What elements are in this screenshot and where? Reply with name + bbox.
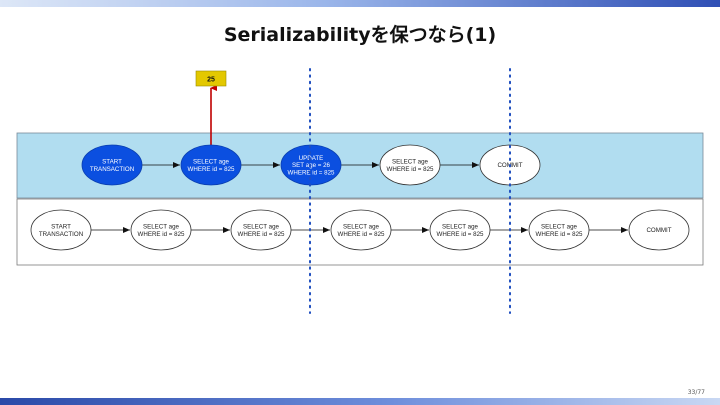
top-lane-node-label: UPDATE — [299, 155, 324, 162]
read-result-box — [195, 70, 227, 87]
page-number: 33/77 — [687, 389, 705, 396]
top-lane-node-label: WHERE id = 825 — [188, 166, 235, 173]
bottom-lane-node-label: SELECT age — [541, 224, 578, 231]
bottom-lane-node-shape — [230, 209, 292, 251]
bottom-lane-node-label: WHERE id = 825 — [437, 231, 484, 238]
bottom-lane-node-label: TRANSACTION — [39, 231, 83, 238]
bottom-lane-node-label: SELECT age — [143, 224, 180, 231]
top-accent-bar — [0, 0, 720, 7]
bottom-lane-node-label: SELECT age — [442, 224, 479, 231]
bottom-lane-node-shape — [330, 209, 392, 251]
bottom-lane-node-label: WHERE id = 825 — [338, 231, 385, 238]
slide-title: Serializabilityを保つなら(1) — [223, 24, 497, 46]
bottom-lane-node-label: SELECT age — [343, 224, 380, 231]
bottom-lane-node-label: WHERE id = 825 — [536, 231, 583, 238]
top-lane-node-label: SELECT age — [392, 159, 429, 166]
top-lane-node-label: START — [102, 159, 122, 166]
bottom-lane-node-shape — [30, 209, 92, 251]
bottom-lane-node-shape — [628, 209, 690, 251]
top-lane-node-label: TRANSACTION — [90, 166, 134, 173]
bottom-lane-node-label: WHERE id = 825 — [238, 231, 285, 238]
bottom-lane-node-shape — [130, 209, 192, 251]
bottom-accent-bar — [0, 398, 720, 405]
top-lane-node-shape — [180, 144, 242, 186]
bottom-lane-node-label: SELECT age — [243, 224, 280, 231]
top-lane-node-label: WHERE id = 825 — [387, 166, 434, 173]
bottom-lane-node-label: COMMIT — [646, 227, 671, 234]
top-lane-node-label: SET age = 26 — [292, 162, 330, 169]
top-lane-node-shape — [81, 144, 143, 186]
bottom-lane-node-label: WHERE id = 825 — [138, 231, 185, 238]
top-lane-node-label: WHERE id = 825 — [288, 169, 335, 176]
bottom-lane-node-shape — [528, 209, 590, 251]
bottom-lane-node-shape — [429, 209, 491, 251]
top-lane-node-shape — [379, 144, 441, 186]
top-lane-node-label: SELECT age — [193, 159, 230, 166]
bottom-lane-node-label: START — [51, 224, 71, 231]
bottom-lane-node: COMMIT — [628, 209, 690, 251]
read-result-value: 25 — [207, 77, 215, 84]
